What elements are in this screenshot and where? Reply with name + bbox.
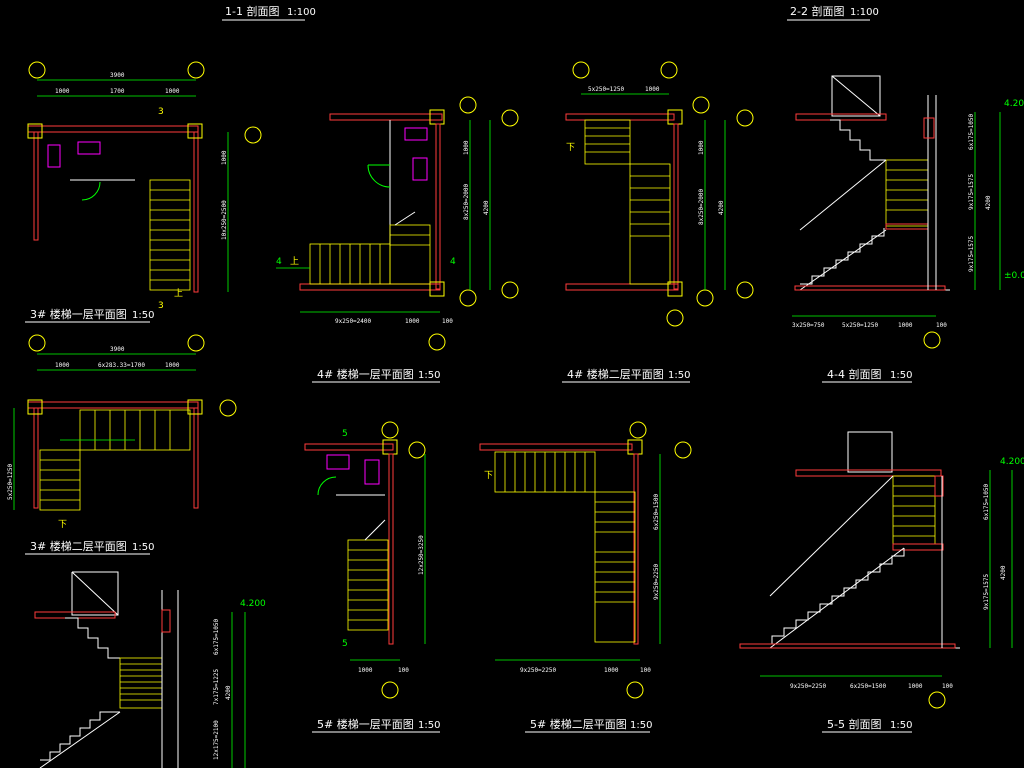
plan-4-floor1: 4 上 4 9x250=2400 1000 100 1000 8x250=200… [276, 96, 519, 383]
dim-1000-v4: 1000 [463, 140, 470, 155]
dim-100-e: 100 [942, 683, 953, 690]
plan-5-floor1: 5 5 12x250=3250 1000 100 5# 楼梯一层平面图 1:50 [304, 421, 440, 733]
dim-8x250: 8x250=2000 [463, 183, 470, 220]
dim-5x250-b: 5x250=1250 [588, 86, 625, 93]
header-2-2: 2-2 剖面图 1:100 [787, 4, 879, 21]
dim-1000-c: 1000 [55, 362, 70, 369]
title-1-1: 1-1 剖面图 [225, 4, 279, 18]
dim-100-a: 100 [442, 318, 453, 325]
section-4-4: 4.200 ±0.000 6x175=1050 9x175=1575 4200 … [792, 75, 1024, 383]
scale-1-1: 1:100 [287, 7, 316, 18]
dim-9x250: 9x250=2400 [335, 318, 372, 325]
elev-4200-a: 4.200 [1004, 99, 1024, 109]
dim-5x250-c: 5x250=1250 [842, 322, 879, 329]
dim-1000-v4b: 1000 [698, 140, 705, 155]
plan-5-floor2: 下 6x250=1500 9x250=2250 9x250=2250 1000 … [479, 421, 692, 733]
dim-1000-f: 1000 [645, 86, 660, 93]
label-3-b: 3 [158, 301, 164, 311]
dim-1000-j: 1000 [908, 683, 923, 690]
elev-4200-b: 4.200 [1000, 457, 1024, 467]
plan-3-floor1: 3900 1000 1700 1000 3 3 上 10x250=2500 10… [25, 61, 262, 323]
scale-4-4: 1:50 [890, 370, 912, 381]
label-down-5: 下 [484, 471, 493, 481]
dim-100-c: 100 [398, 667, 409, 674]
dim-7x175: 7x175=1225 [213, 668, 220, 705]
section-5-5: 4.200 6x175=1050 4200 9x175=1575 9x250=2… [739, 431, 1024, 733]
scale-5-floor1: 1:50 [418, 720, 440, 731]
scale-4-floor1: 1:50 [418, 370, 440, 381]
dim-5x250-a: 5x250=1250 [7, 463, 14, 500]
dim-4200-v4b: 4200 [718, 200, 725, 215]
scale-3-floor2: 1:50 [132, 542, 154, 553]
dim-1700-a: 1700 [110, 88, 125, 95]
dim-100-b: 100 [936, 322, 947, 329]
dim-9x175-c: 9x175=1575 [983, 573, 990, 610]
dim-4200-v-a: 4200 [985, 195, 992, 210]
title-5-5: 5-5 剖面图 [827, 717, 881, 731]
scale-3-floor1: 1:50 [132, 310, 154, 321]
dim-6x175-a: 6x175=1050 [968, 113, 975, 150]
label-down-4: 下 [566, 143, 575, 153]
dim-1000-i: 1000 [604, 667, 619, 674]
dim-1000-b: 1000 [165, 88, 180, 95]
section-1-1-drawing: 4.200 6x175=1050 7x175=1225 4200 12x175=… [34, 571, 266, 768]
title-5-floor1: 5# 楼梯一层平面图 [317, 717, 414, 731]
elev-0-a: ±0.000 [1004, 271, 1024, 281]
label-5-b: 5 [342, 639, 348, 649]
plan-4-floor2: 5x250=1250 1000 下 1000 8x250=2000 4200 4… [562, 61, 754, 383]
elev-4200-c: 4.200 [240, 599, 266, 609]
plan-3-floor2: 3900 1000 6x283.33=1700 1000 下 5x250=125… [7, 334, 237, 555]
dim-3900-b: 3900 [110, 346, 125, 353]
scale-2-2: 1:100 [850, 7, 879, 18]
dim-100-d: 100 [640, 667, 651, 674]
dim-6x283: 6x283.33=1700 [98, 362, 145, 369]
dim-4200-v-b: 4200 [1000, 565, 1007, 580]
dim-8x250-b: 8x250=2000 [698, 188, 705, 225]
label-4-b: 4 [450, 257, 456, 267]
label-down-3: 下 [58, 520, 67, 530]
dim-1000-g: 1000 [898, 322, 913, 329]
dim-9x175-a: 9x175=1575 [968, 173, 975, 210]
dim-3x250: 3x250=750 [792, 322, 825, 329]
title-3-floor2: 3# 楼梯二层平面图 [30, 539, 127, 553]
scale-5-5: 1:50 [890, 720, 912, 731]
dim-3900-a: 3900 [110, 72, 125, 79]
title-4-floor1: 4# 楼梯一层平面图 [317, 367, 414, 381]
label-3-a: 3 [158, 107, 164, 117]
title-4-4: 4-4 剖面图 [827, 367, 881, 381]
dim-4200-v-c: 4200 [225, 685, 232, 700]
dim-12x175: 12x175=2100 [213, 720, 220, 760]
dim-9x250-b: 9x250=2250 [653, 563, 660, 600]
dim-6x250-b: 6x250=1500 [850, 683, 887, 690]
title-4-floor2: 4# 楼梯二层平面图 [567, 367, 664, 381]
title-3-floor1: 3# 楼梯一层平面图 [30, 307, 127, 321]
dim-9x175-b: 9x175=1575 [968, 235, 975, 272]
label-up-4: 上 [290, 256, 299, 267]
label-up-3: 上 [174, 288, 183, 299]
dim-9x250-d: 9x250=2250 [790, 683, 827, 690]
label-4-a: 4 [276, 257, 282, 267]
dim-1000-h: 1000 [358, 667, 373, 674]
dim-6x175-b: 6x175=1050 [983, 483, 990, 520]
label-5-a: 5 [342, 429, 348, 439]
dim-1000-d: 1000 [165, 362, 180, 369]
dim-6x175-c: 6x175=1050 [213, 618, 220, 655]
dim-12x250: 12x250=3250 [418, 535, 425, 575]
dim-10x250: 10x250=2500 [221, 200, 228, 240]
dim-6x250: 6x250=1500 [653, 493, 660, 530]
dim-4200-v4: 4200 [483, 200, 490, 215]
scale-5-floor2: 1:50 [630, 720, 652, 731]
title-2-2: 2-2 剖面图 [790, 4, 844, 18]
title-5-floor2: 5# 楼梯二层平面图 [530, 717, 627, 731]
dim-1000-v3: 1000 [221, 150, 228, 165]
header-1-1: 1-1 剖面图 1:100 [222, 4, 316, 21]
dim-1000-a: 1000 [55, 88, 70, 95]
scale-4-floor2: 1:50 [668, 370, 690, 381]
dim-9x250-c: 9x250=2250 [520, 667, 557, 674]
dim-1000-e: 1000 [405, 318, 420, 325]
